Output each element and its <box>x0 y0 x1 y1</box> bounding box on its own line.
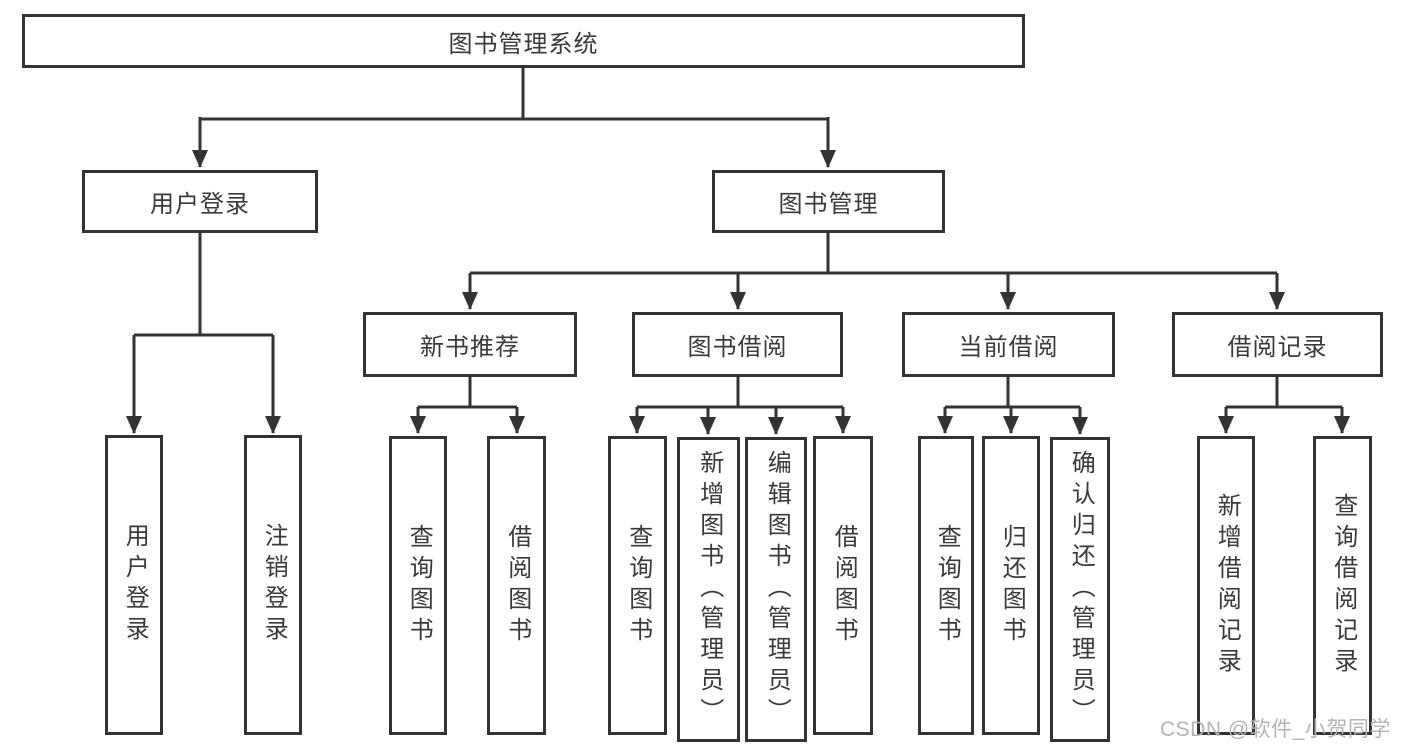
node-label: 图书管理 <box>778 191 879 218</box>
node-leaf-user-login: 用户登录 <box>105 435 163 735</box>
node-label: 归还图书 <box>998 523 1026 648</box>
node-label: 借阅图书 <box>503 523 531 648</box>
node-leaf-bb-edit-books: 编辑图书（管理员） <box>745 437 807 742</box>
tree-rails <box>134 68 1342 409</box>
node-leaf-cb-return-books: 归还图书 <box>982 436 1040 735</box>
node-label: 图书管理系统 <box>448 30 599 58</box>
node-label: 用户登录 <box>121 523 149 647</box>
csdn-watermark: CSDN @软件_小贺同学 <box>1160 718 1391 741</box>
node-label: 新书推荐 <box>420 334 520 361</box>
node-label: 图书借阅 <box>687 334 788 361</box>
node-book-management: 图书管理 <box>712 170 945 233</box>
node-leaf-rec-query-books: 查询图书 <box>389 436 447 735</box>
node-leaf-cb-confirm-return: 确认归还（管理员） <box>1050 437 1110 742</box>
node-leaf-bb-add-books: 新增图书（管理员） <box>677 437 740 742</box>
node-leaf-bb-borrow-books: 借阅图书 <box>813 436 873 735</box>
node-label: 借阅图书 <box>830 523 858 648</box>
node-leaf-bb-query-books: 查询图书 <box>608 436 667 735</box>
node-leaf-br-query-record: 查询借阅记录 <box>1313 436 1372 735</box>
node-borrowing-records: 借阅记录 <box>1172 312 1383 377</box>
node-label: 查询图书 <box>624 523 652 648</box>
node-new-book-recommend: 新书推荐 <box>363 312 577 377</box>
node-label: 查询图书 <box>405 523 433 648</box>
node-label: 新增图书（管理员） <box>695 450 723 729</box>
node-label: 编辑图书（管理员） <box>763 450 791 729</box>
node-leaf-logout: 注销登录 <box>244 435 302 735</box>
node-root-library-management-system: 图书管理系统 <box>22 14 1025 68</box>
node-label: 当前借阅 <box>958 334 1059 361</box>
node-leaf-br-add-record: 新增借阅记录 <box>1197 436 1255 735</box>
node-label: 查询借阅记录 <box>1329 492 1357 679</box>
node-label: 新增借阅记录 <box>1213 492 1241 679</box>
node-leaf-cb-query-books: 查询图书 <box>918 436 974 735</box>
node-leaf-rec-borrow-books: 借阅图书 <box>487 436 546 735</box>
node-user-login: 用户登录 <box>82 170 318 233</box>
node-label: 注销登录 <box>260 523 288 647</box>
node-label: 确认归还（管理员） <box>1067 450 1095 729</box>
node-book-borrowing: 图书借阅 <box>632 312 843 377</box>
node-current-borrowing: 当前借阅 <box>902 312 1115 377</box>
node-label: 用户登录 <box>150 191 250 218</box>
node-label: 查询图书 <box>933 523 961 648</box>
node-label: 借阅记录 <box>1227 334 1328 361</box>
